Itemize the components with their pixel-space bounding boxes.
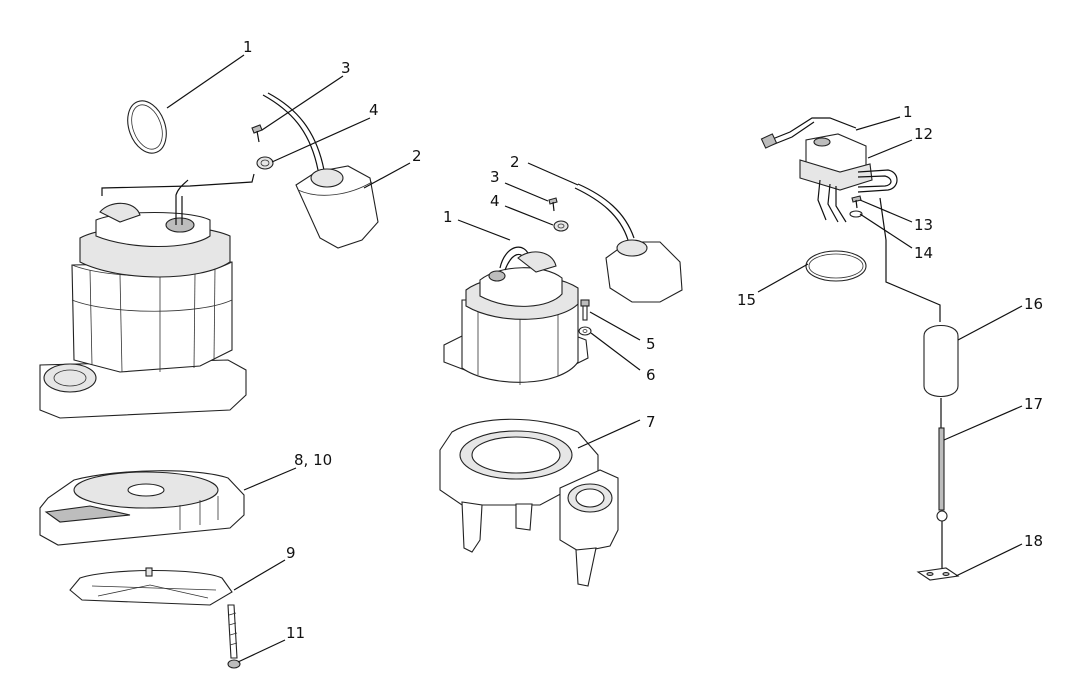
- callout-mid-1: 1: [443, 208, 453, 226]
- callout-right-16: 16: [1024, 295, 1043, 313]
- leader-left-3: [261, 75, 344, 131]
- callout-right-13: 13: [914, 216, 933, 234]
- leader-mid-7: [577, 419, 641, 449]
- callout-mid-5: 5: [646, 335, 656, 353]
- leader-left-4: [271, 117, 371, 163]
- right-bracket-18: [916, 567, 960, 581]
- leader-right-18: [955, 543, 1023, 577]
- middle-assembly: [439, 162, 683, 587]
- right-float-cable: [879, 197, 941, 322]
- leader-mid-1: [457, 219, 511, 241]
- right-float-16: [923, 324, 959, 398]
- callout-mid-7: 7: [646, 413, 656, 431]
- left-float-switch: [262, 92, 379, 249]
- leader-left-1: [166, 54, 245, 109]
- callout-mid-3: 3: [490, 168, 500, 186]
- mid-screw: [548, 197, 558, 212]
- right-washer-14: [849, 210, 863, 218]
- leader-left-9: [233, 559, 286, 591]
- left-volute-base: [39, 470, 245, 546]
- mid-clamp: [553, 220, 569, 232]
- callout-left-8-10: 8, 10: [294, 451, 332, 469]
- mid-bolt-5: [580, 299, 590, 321]
- right-screw-13: [851, 195, 862, 209]
- callout-right-18: 18: [1024, 532, 1043, 550]
- callout-left-2: 2: [412, 147, 422, 165]
- leader-right-17: [943, 405, 1023, 441]
- callout-left-11: 11: [286, 624, 305, 642]
- left-pump-body: [39, 173, 255, 419]
- callout-right-17: 17: [1024, 395, 1043, 413]
- left-clamp: [256, 156, 274, 170]
- leader-right-12: [867, 139, 913, 159]
- callout-mid-4: 4: [490, 192, 500, 210]
- leader-left-8-10: [243, 467, 297, 491]
- leader-mid-3: [504, 182, 549, 202]
- callout-right-1: 1: [903, 103, 913, 121]
- right-switch-housing: [760, 117, 898, 223]
- mid-volute: [439, 418, 619, 587]
- right-o-ring: [805, 250, 867, 282]
- leader-right-14: [859, 213, 913, 249]
- callout-left-4: 4: [369, 101, 379, 119]
- callout-right-15: 15: [737, 291, 756, 309]
- leader-mid-6: [590, 332, 641, 371]
- right-assembly: [757, 116, 1023, 581]
- left-assembly: [39, 54, 411, 669]
- leader-mid-5: [589, 311, 641, 341]
- mid-washer-6: [578, 326, 592, 336]
- left-bolt: [227, 604, 241, 669]
- callout-right-12: 12: [914, 125, 933, 143]
- callout-right-14: 14: [914, 244, 933, 262]
- right-rod-17: [936, 427, 948, 522]
- mid-float-switch: [574, 183, 683, 303]
- mid-motor-body: [443, 246, 589, 385]
- callout-left-3: 3: [341, 59, 351, 77]
- leader-left-11: [237, 639, 286, 663]
- callout-mid-2: 2: [510, 153, 520, 171]
- callout-left-1: 1: [243, 38, 253, 56]
- left-ring-gasket: [127, 100, 167, 154]
- left-suction-plate: [69, 567, 233, 606]
- leader-mid-2: [527, 162, 579, 186]
- callout-labels: 1 3 4 2 8, 10 9 11 2 3 4 1 5 6 7 1 12 13…: [243, 38, 1043, 642]
- callout-mid-6: 6: [646, 366, 656, 384]
- callout-left-9: 9: [286, 544, 296, 562]
- leader-left-2: [363, 162, 411, 189]
- left-screw: [251, 124, 263, 143]
- leader-right-13: [859, 199, 913, 223]
- leader-right-1: [855, 116, 901, 131]
- leader-right-15: [757, 263, 809, 293]
- leader-mid-4: [504, 205, 554, 226]
- leader-right-16: [957, 305, 1023, 341]
